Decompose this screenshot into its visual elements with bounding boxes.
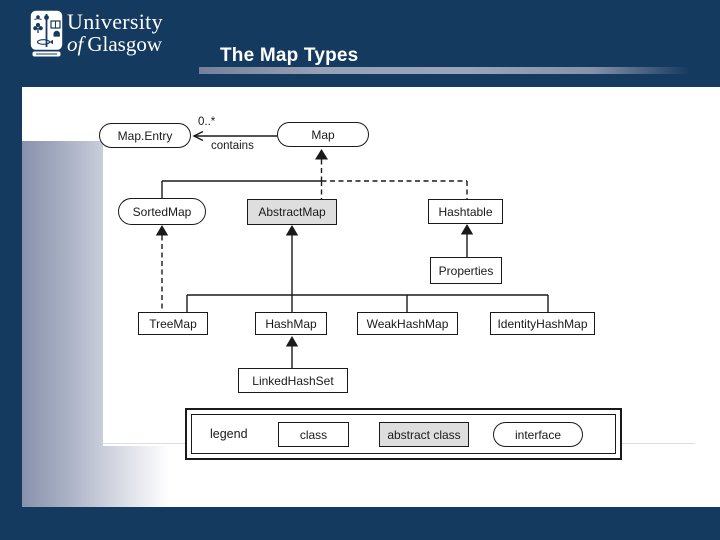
association-name: contains <box>211 140 254 152</box>
legend-abstract-class-sample: abstract class <box>379 422 469 447</box>
bottom-gradient-fade <box>103 446 169 507</box>
node-linkedhashset: LinkedHashSet <box>238 368 348 393</box>
left-gradient-stripe <box>22 141 103 507</box>
node-abstractmap: AbstractMap <box>247 199 337 225</box>
logo-line-university: University <box>67 9 163 34</box>
slide-title: The Map Types <box>220 45 359 66</box>
legend-interface-sample: interface <box>493 422 583 447</box>
legend-title: legend <box>210 427 248 441</box>
legend-class-sample: class <box>278 422 349 447</box>
node-identityhashmap: IdentityHashMap <box>490 312 595 335</box>
title-underline-bar <box>199 67 690 74</box>
node-hashmap: HashMap <box>255 312 327 335</box>
node-sortedmap: SortedMap <box>118 198 206 225</box>
node-treemap: TreeMap <box>138 312 208 335</box>
node-weakhashmap: WeakHashMap <box>357 312 458 335</box>
node-properties: Properties <box>430 257 502 284</box>
node-map-entry: Map.Entry <box>99 123 191 148</box>
legend-inner-frame: legend class abstract class interface <box>191 414 616 454</box>
association-multiplicity: 0..* <box>198 116 216 128</box>
node-map: Map <box>277 122 369 147</box>
node-hashtable: Hashtable <box>428 199 503 224</box>
university-crest-icon <box>30 10 63 57</box>
legend-box: legend class abstract class interface <box>185 408 622 460</box>
